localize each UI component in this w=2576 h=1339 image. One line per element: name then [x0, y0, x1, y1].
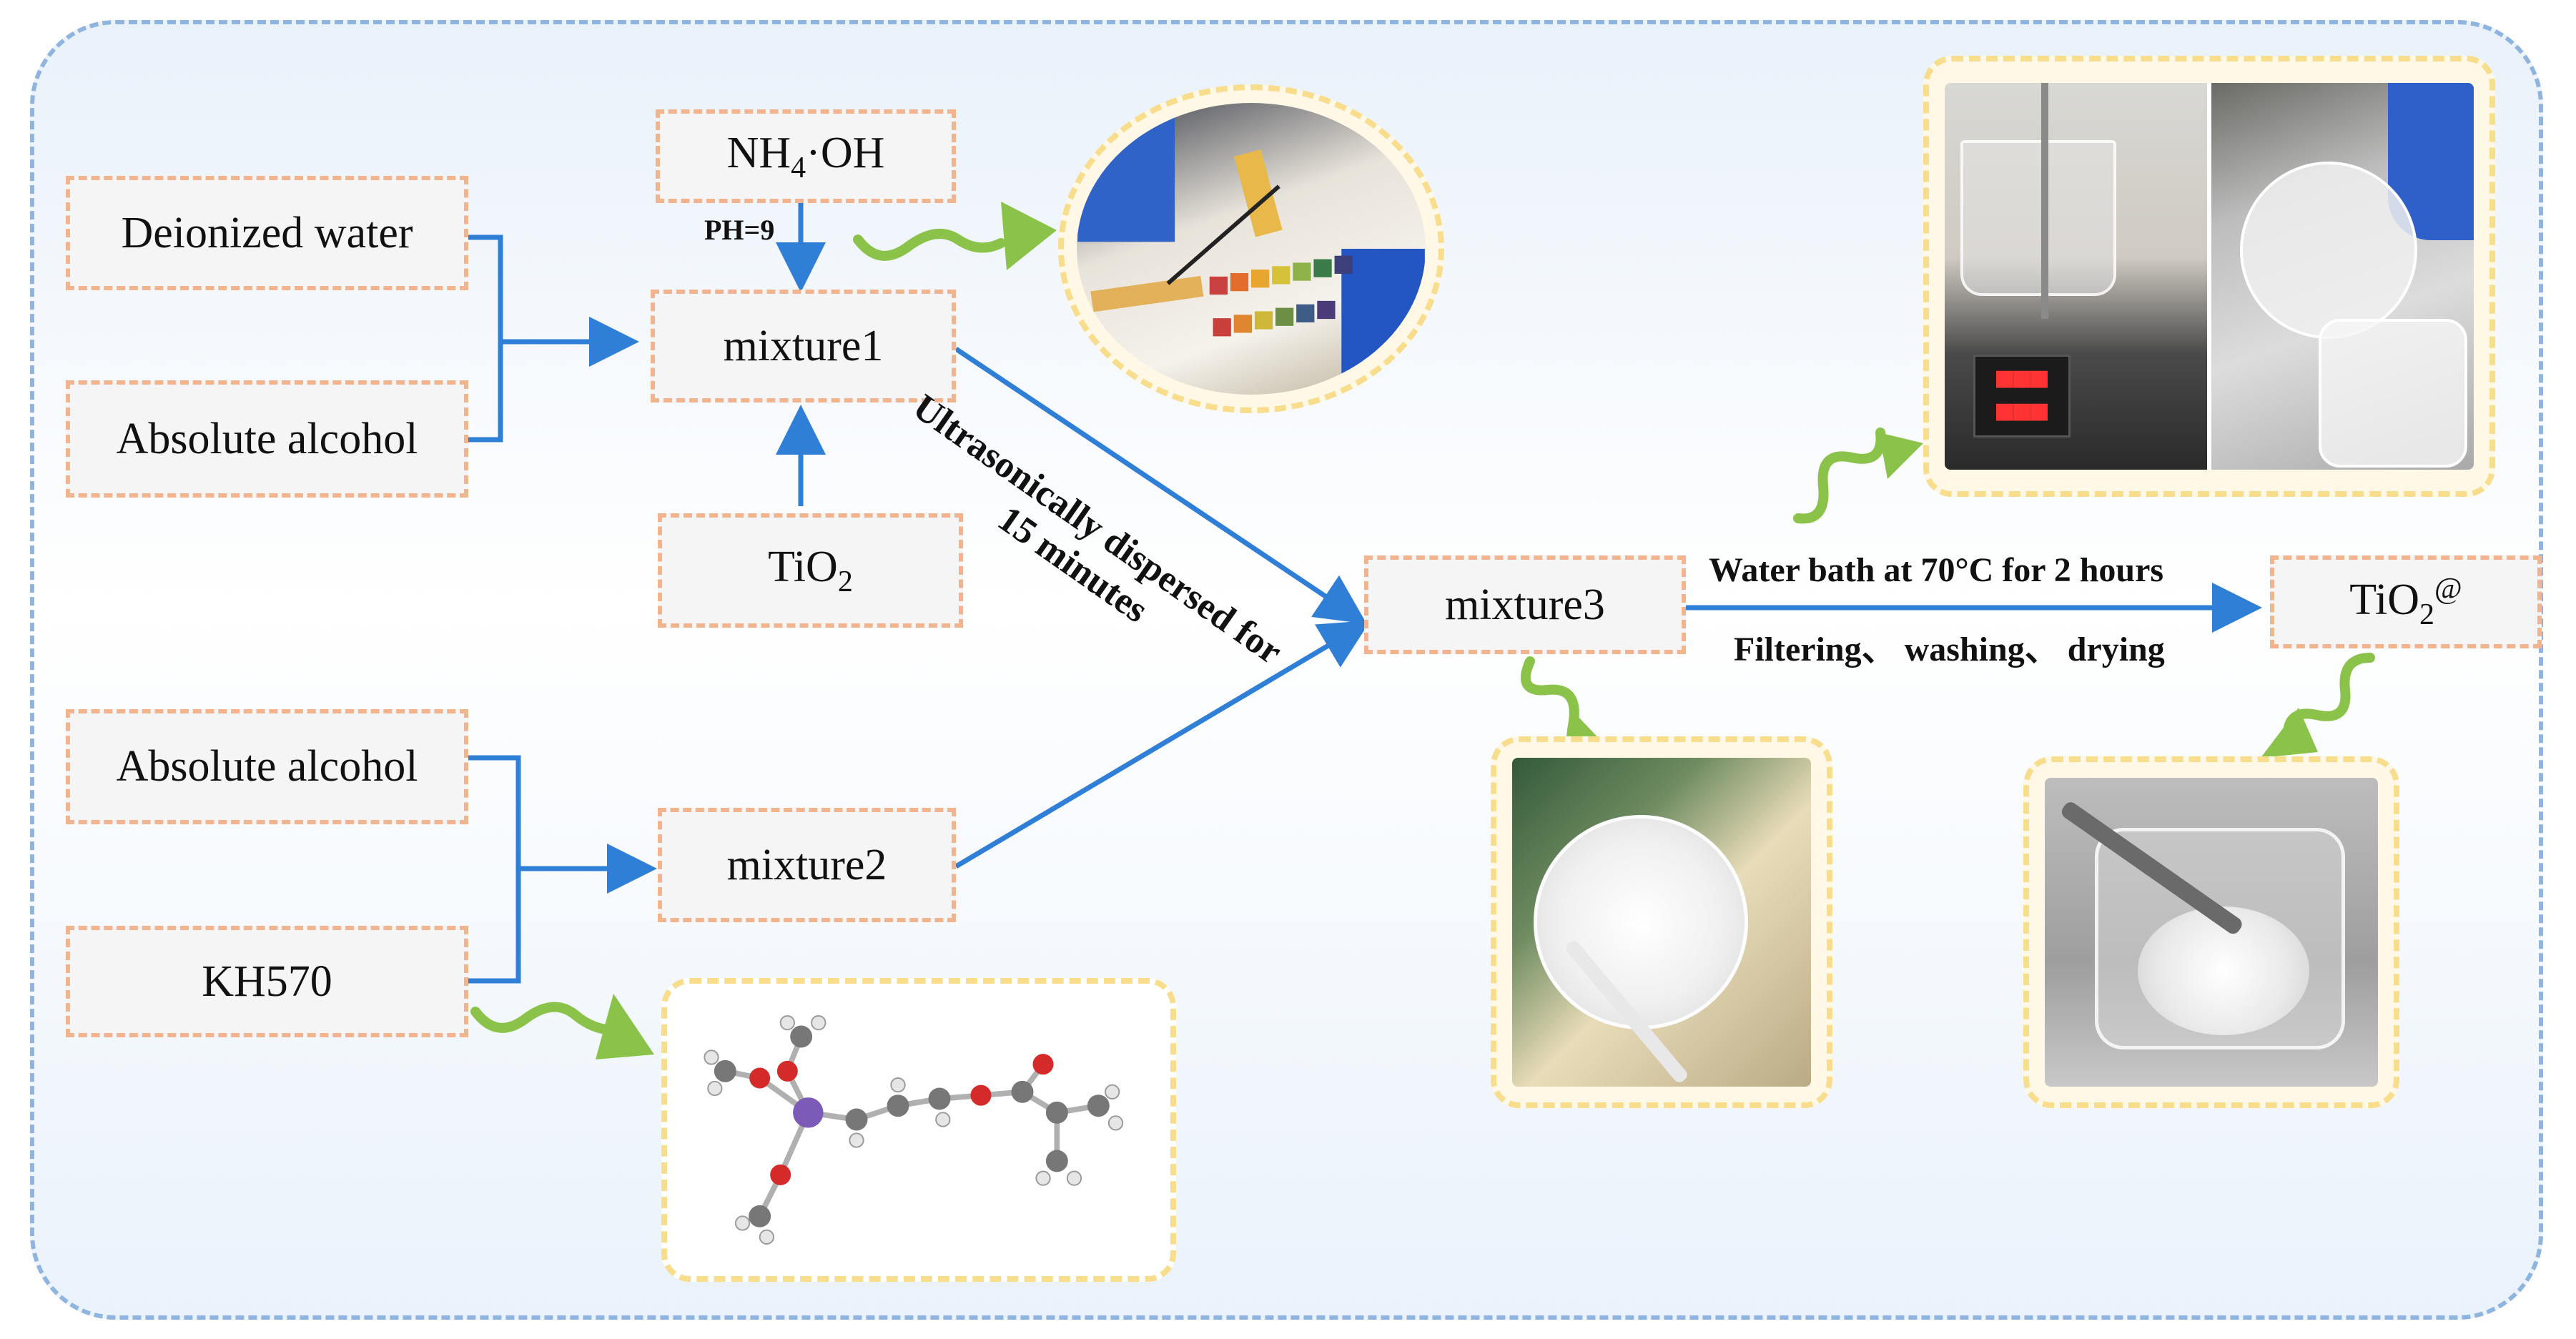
node-deionized-water-label: Deionized water [121, 208, 413, 257]
node-tio2-label: TiO2 [768, 543, 853, 598]
stirrer-image: ■■■ ■■■ [1945, 83, 2207, 470]
squiggle-head-5 [2261, 708, 2318, 758]
ph-label: PH=9 [704, 214, 775, 246]
arrow-mixture2-mixture3 [954, 620, 1371, 869]
squiggle-head-1 [1001, 202, 1057, 270]
node-nh4oh-label: NH4·OH [726, 128, 885, 184]
node-tio2: TiO2 [658, 513, 963, 628]
squiggle-kh570-molecule [470, 1002, 627, 1035]
node-kh570: KH570 [66, 926, 468, 1037]
beaker-pour-image [2211, 83, 2474, 470]
squiggle-head-4 [1879, 433, 1923, 479]
node-absolute-alcohol-1: Absolute alcohol [66, 380, 468, 498]
squiggle-head-2 [596, 994, 654, 1059]
temperature-display: ■■■ ■■■ [1973, 355, 2071, 438]
petri-dish-shape [1534, 815, 1748, 1029]
bracket-mixture1 [468, 234, 503, 443]
arrow-mixture1-mixture3 [954, 347, 1367, 624]
mixture3-photo [1491, 736, 1832, 1108]
node-product: TiO2@ [2270, 555, 2542, 648]
node-absolute-alcohol-2-label: Absolute alcohol [116, 742, 418, 791]
node-mixture3-label: mixture3 [1445, 580, 1605, 629]
mixture3-image [1512, 758, 1811, 1087]
stir-rod [2041, 83, 2048, 319]
ph-paper-image [1077, 103, 1426, 395]
product-image [2045, 778, 2378, 1087]
filtering-label: Filtering、 washing、 drying [1734, 631, 2165, 668]
squiggle-nh4oh-photo [853, 229, 1006, 261]
kh570-molecule-model [704, 1015, 1124, 1245]
kh570-molecule-panel [661, 978, 1176, 1282]
beaker-shape [1960, 140, 2116, 296]
water-bath-image: ■■■ ■■■ [1945, 83, 2474, 470]
node-deionized-water: Deionized water [66, 176, 468, 290]
ph-paper-illustration [1077, 103, 1425, 388]
ph-paper-photo [1058, 84, 1444, 413]
node-mixture2: mixture2 [658, 808, 956, 922]
water-bath-label: Water bath at 70°C for 2 hours [1709, 551, 2164, 589]
product-photo [2023, 756, 2399, 1108]
water-bath-photo: ■■■ ■■■ [1923, 56, 2495, 497]
node-mixture2-label: mixture2 [726, 840, 887, 889]
squiggle-bath-photo [1793, 428, 1886, 524]
node-mixture1-label: mixture1 [723, 321, 884, 370]
node-nh4oh: NH4·OH [656, 109, 956, 203]
node-absolute-alcohol-2: Absolute alcohol [66, 709, 468, 824]
node-kh570-label: KH570 [202, 957, 332, 1006]
node-product-label: TiO2@ [2349, 573, 2462, 631]
receiving-beaker [2319, 319, 2467, 468]
pouring-beaker [2240, 162, 2417, 339]
node-absolute-alcohol-1-label: Absolute alcohol [116, 414, 418, 463]
bracket-mixture2 [468, 755, 521, 984]
node-mixture3: mixture3 [1364, 555, 1686, 654]
node-mixture1: mixture1 [651, 290, 956, 402]
